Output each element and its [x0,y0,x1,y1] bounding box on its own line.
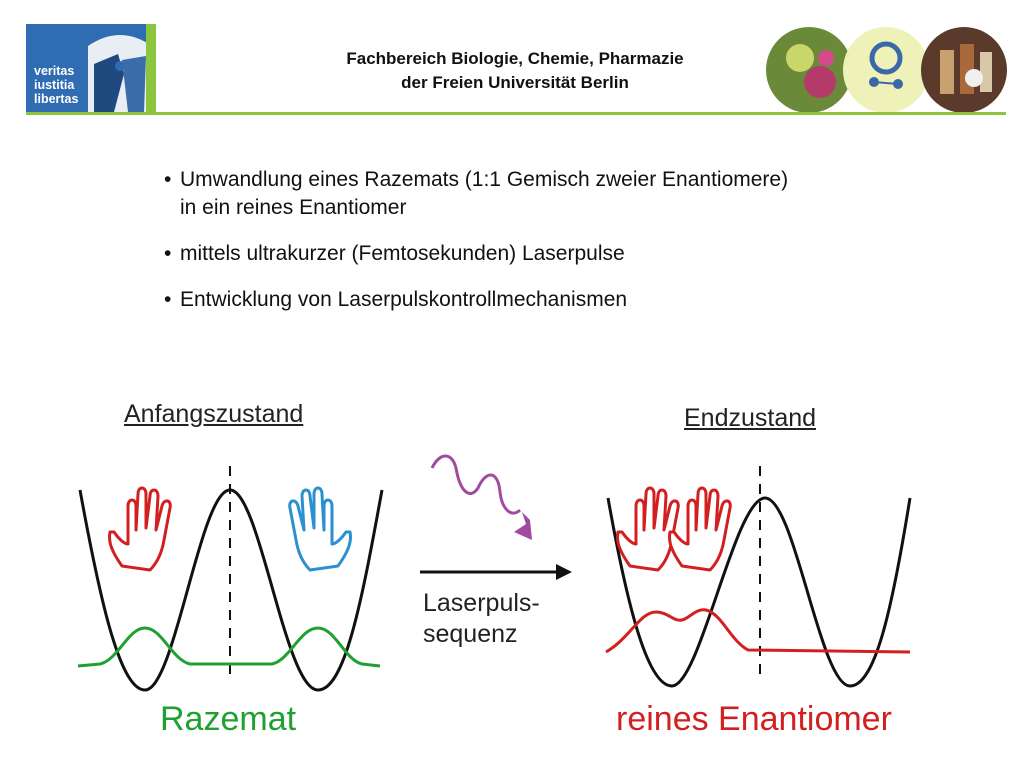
left-green-wavefunction [77,626,381,668]
logo-motto-line: veritas [34,64,75,78]
bullet-list: • Umwandlung eines Razemats (1:1 Gemisch… [162,166,962,332]
bullet-text: Umwandlung eines Razemats (1:1 Gemisch z… [180,168,789,191]
laser-sequence-label-line2: sequenz [423,620,518,648]
laser-sequence-label: Laserpuls- sequenz [423,588,540,650]
bullet-marker: • [164,168,172,191]
red-hand-icon [108,486,172,572]
institution-title-line2: der Freien Universität Berlin [401,73,629,92]
bullet-item: • mittels ultrakurzer (Femtosekunden) La… [162,240,962,268]
red-hand-icon [616,486,680,572]
bullet-text: Entwicklung von Laserpulskontrollmechani… [180,288,628,311]
logo-motto-line: libertas [34,92,79,106]
enantiomer-diagram [77,454,912,692]
institution-title: Fachbereich Biologie, Chemie, Pharmazie … [250,47,780,95]
pure-enantiomer-caption: reines Enantiomer [616,700,892,738]
bullet-item: • Entwicklung von Laserpulskontrollmecha… [162,286,962,314]
institution-title-line1: Fachbereich Biologie, Chemie, Pharmazie [346,49,684,68]
final-state-label: Endzustand [684,404,817,432]
laser-sequence-label-line1: Laserpuls- [423,589,540,617]
bullet-marker: • [164,242,172,265]
fu-seal-icon [84,24,156,112]
department-photo-circles [766,27,1007,113]
right-red-wavefunction [605,608,911,654]
fu-logo-motto: veritas iustitia libertas [34,64,94,106]
bullet-item: • Umwandlung eines Razemats (1:1 Gemisch… [162,166,962,222]
laser-photon-wave-icon [430,454,522,515]
bullet-marker: • [164,288,172,311]
bullet-text: mittels ultrakurzer (Femtosekunden) Lase… [180,242,625,265]
bullet-text-continuation: in ein reines Enantiomer [180,196,407,219]
initial-state-label: Anfangszustand [124,400,304,428]
right-double-well-curve [606,496,912,688]
red-hand-icon [668,486,732,572]
blue-hand-icon [288,486,352,572]
racemate-caption: Razemat [160,700,297,738]
logo-motto-line: iustitia [34,78,75,92]
transformation-arrowhead-icon [556,564,572,580]
header-divider [26,112,1006,115]
laser-photon-arrowhead-icon [514,512,532,540]
